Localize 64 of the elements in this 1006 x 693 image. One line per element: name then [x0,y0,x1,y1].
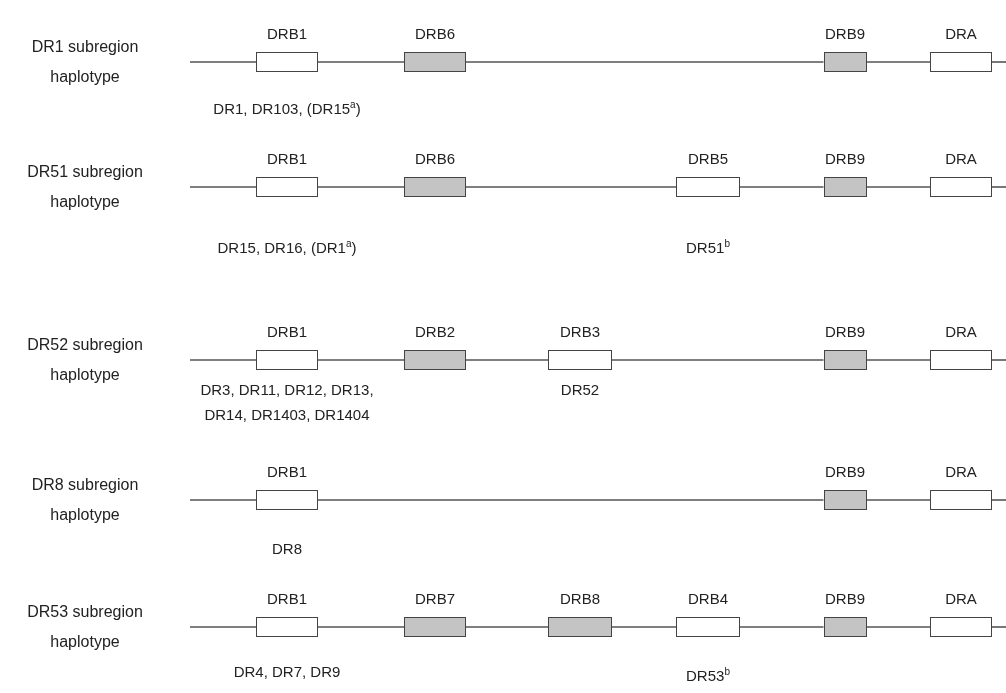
gene-label: DRA [945,150,977,167]
row-label: DR8 subregion haplotype [30,475,140,525]
allele-label: DR52 [559,380,601,400]
gene-label: DRB4 [688,590,728,607]
row-label: DR1 subregion haplotype [30,37,140,87]
dna-strand-line [739,186,825,188]
dna-strand-line [739,626,825,628]
allele-label: DR1, DR103, (DR15$^{a}$) [212,98,362,119]
row-label: DR52 subregion haplotype [26,335,144,385]
gene-label: DRB7 [415,590,455,607]
allele-label: DR15, DR16, (DR1$^{a}$) [216,237,358,258]
gene-label: DRB9 [825,590,865,607]
allele-label: DR3, DR11, DR12, DR13, DR14, DR1403, DR1404 [199,380,375,425]
gene-label: DRB3 [560,323,600,340]
dna-strand-line [317,186,405,188]
allele-label: DR8 [271,539,303,559]
dna-strand-line [317,61,405,63]
dna-strand-line [465,186,677,188]
gene-label: DRB5 [688,150,728,167]
gene-label: DRB9 [825,150,865,167]
dna-strand-line [189,61,257,63]
dna-strand-line [189,359,257,361]
gene-label: DRB2 [415,323,455,340]
allele-label: DR4, DR7, DR9 [232,662,342,682]
dna-strand-line [991,186,1006,188]
dna-strand-line [317,626,405,628]
dna-strand-line [865,626,931,628]
gene-label: DRB8 [560,590,600,607]
dna-strand-line [865,61,931,63]
dna-strand-line [465,359,549,361]
dna-strand-line [189,186,257,188]
gene-label: DRB9 [825,25,865,42]
dna-strand-line [991,359,1006,361]
gene-label: DRB9 [825,463,865,480]
dna-strand-line [865,499,931,501]
dna-strand-line [865,186,931,188]
row-label: DR51 subregion haplotype [26,162,144,212]
dna-strand-line [991,626,1006,628]
dna-strand-line [189,626,257,628]
dna-strand-line [317,499,825,501]
dna-strand-line [189,499,257,501]
gene-label: DRB1 [267,463,307,480]
dna-strand-line [317,359,405,361]
dna-strand-line [991,499,1006,501]
gene-label: DRB1 [267,323,307,340]
gene-label: DRB6 [415,150,455,167]
dna-strand-line [991,61,1006,63]
gene-label: DRB6 [415,25,455,42]
gene-label: DRA [945,463,977,480]
gene-label: DRB1 [267,150,307,167]
dna-strand-line [465,626,549,628]
gene-label: DRB1 [267,590,307,607]
dna-strand-line [611,626,677,628]
gene-label: DRA [945,323,977,340]
gene-label: DRB9 [825,323,865,340]
gene-label: DRA [945,25,977,42]
allele-label: DR51$^{b}$ [685,237,731,258]
gene-label: DRB1 [267,25,307,42]
gene-label: DRA [945,590,977,607]
allele-label: DR53$^{b}$ [685,665,731,686]
dna-strand-line [865,359,931,361]
dna-strand-line [611,359,825,361]
row-label: DR53 subregion haplotype [26,602,144,652]
dna-strand-line [465,61,825,63]
